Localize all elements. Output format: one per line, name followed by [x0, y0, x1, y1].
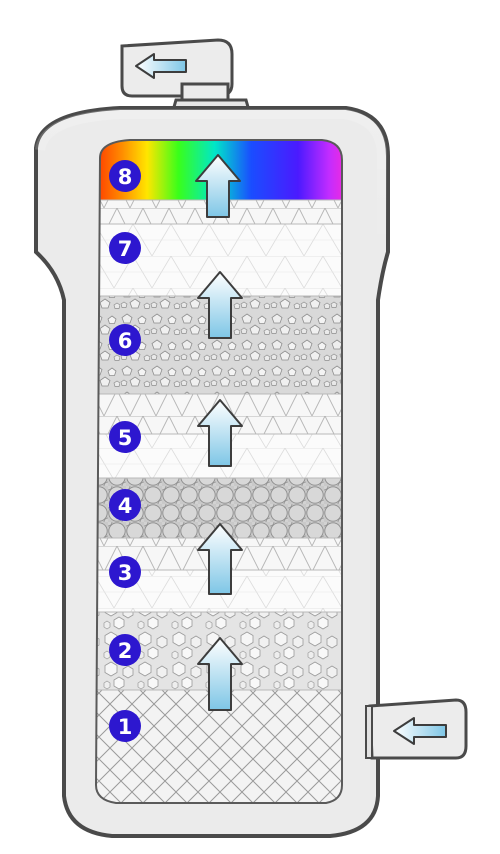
arrow-up-icon	[197, 399, 243, 467]
flow-arrows	[195, 154, 243, 711]
layer-number: 2	[118, 639, 133, 663]
layer-number: 5	[118, 426, 133, 450]
layer-number: 3	[118, 561, 133, 585]
layer-number: 1	[118, 715, 133, 739]
layer-number: 7	[118, 237, 133, 261]
layer-number: 4	[118, 494, 133, 518]
layer-badge-4: 4	[109, 489, 141, 521]
layer-badge-2: 2	[109, 634, 141, 666]
layer-badge-7: 7	[109, 232, 141, 264]
layer-badge-5: 5	[109, 421, 141, 453]
inner-chamber-outline	[94, 139, 343, 804]
layer-badges: 8 7 6 5 4 3 2 1	[109, 160, 141, 742]
arrow-left-icon	[393, 717, 447, 745]
arrow-up-icon	[197, 637, 243, 711]
outlet-pipe	[120, 38, 252, 116]
arrow-up-icon	[197, 271, 243, 339]
layer-number: 6	[118, 329, 133, 353]
layer-badge-3: 3	[109, 556, 141, 588]
arrow-up-icon	[195, 154, 241, 218]
layer-badge-1: 1	[109, 710, 141, 742]
arrow-left-icon	[135, 53, 187, 79]
layer-number: 8	[118, 165, 133, 189]
arrow-up-icon	[197, 523, 243, 595]
inlet-pipe	[365, 698, 468, 760]
layer-badge-6: 6	[109, 324, 141, 356]
layer-badge-8: 8	[109, 160, 141, 192]
